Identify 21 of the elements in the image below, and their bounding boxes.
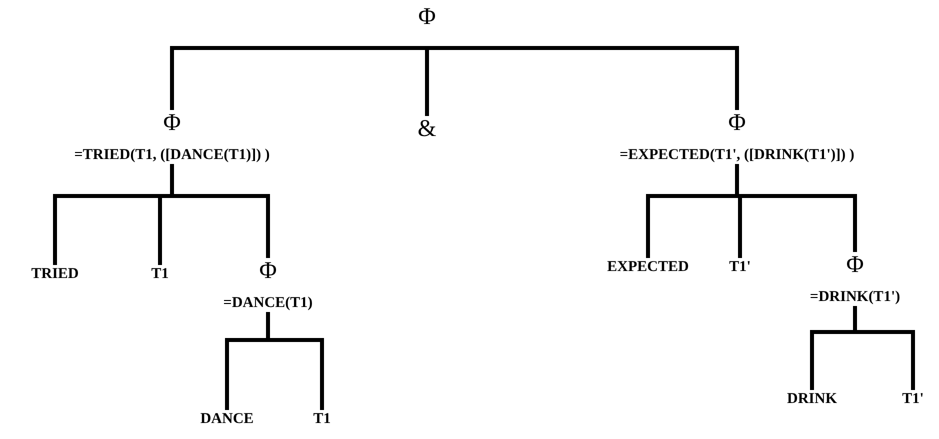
tree-branch-line [427,46,739,110]
symbol-label: Φ [724,110,750,136]
symbol-label: & [414,116,440,142]
word-label: DRINK [783,390,841,408]
tree-branch-line [425,46,429,116]
formula-label: =EXPECTED(T1', ([DRINK(T1')]) ) [618,146,856,164]
formula-label: =DANCE(T1) [222,294,314,312]
word-label: DANCE [196,410,258,428]
tree-branch-line [170,46,427,110]
word-label: EXPECTED [603,258,693,276]
word-label: T1' [725,258,755,276]
word-label: T1 [147,265,173,283]
word-label: T1 [309,410,335,428]
symbol-label: Φ [255,258,281,284]
symbol-label: Φ [414,4,440,30]
formula-label: =DRINK(T1') [808,288,902,306]
symbol-label: Φ [842,252,868,278]
symbol-label: Φ [159,110,185,136]
formula-label: =TRIED(T1, ([DANCE(T1)]) ) [73,146,271,164]
word-label: T1' [898,390,928,408]
word-label: TRIED [27,265,83,283]
